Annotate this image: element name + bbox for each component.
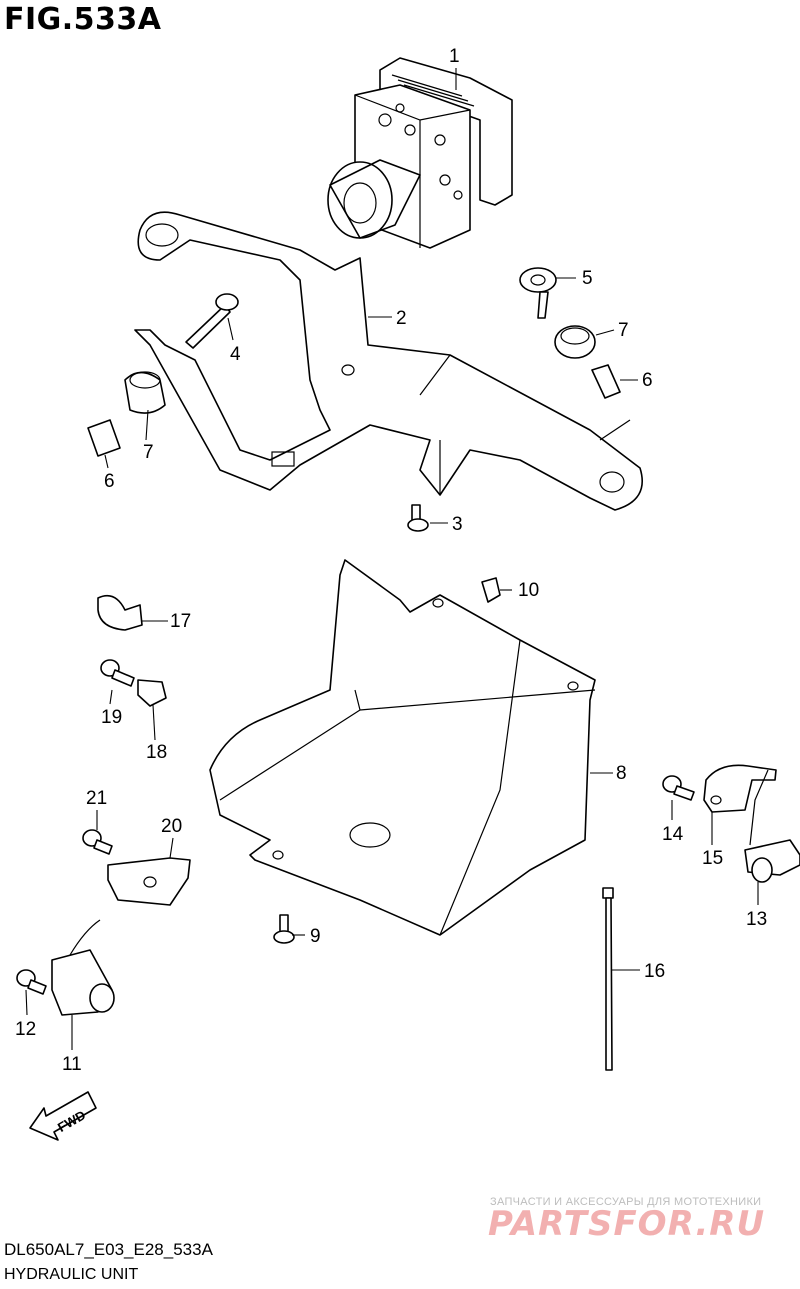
callout-19: 19 [101, 707, 122, 728]
callout-6-left: 6 [104, 471, 115, 492]
figure-title: FIG.533A [4, 2, 162, 37]
collar-6a-part[interactable] [591, 364, 621, 399]
callout-6-right: 6 [642, 370, 653, 391]
watermark-logo: PARTSFOR.RU [488, 1204, 766, 1244]
watermark-subtitle: ЗАПЧАСТИ И АКСЕССУАРЫ ДЛЯ МОТОТЕХНИКИ [490, 1196, 762, 1208]
callout-17: 17 [170, 611, 191, 632]
callout-21: 21 [86, 788, 107, 809]
grommet-7a-part[interactable] [554, 325, 596, 359]
callout-2: 2 [396, 308, 407, 329]
callout-9: 9 [310, 926, 321, 947]
bracket-part[interactable] [134, 211, 643, 511]
bolt-4-part[interactable] [185, 293, 239, 349]
clip-18-part[interactable] [137, 679, 167, 707]
callout-11: 11 [62, 1054, 82, 1075]
sensor-13-part[interactable] [744, 769, 800, 883]
callout-3: 3 [452, 514, 463, 535]
callout-7-left: 7 [143, 442, 154, 463]
sensor-11-part[interactable] [51, 919, 115, 1016]
fwd-arrow: FWD [29, 1091, 97, 1141]
callout-20: 20 [161, 816, 182, 837]
grommet-7b-part[interactable] [124, 371, 166, 414]
clip-10-part[interactable] [481, 577, 501, 603]
collar-6b-part[interactable] [87, 419, 121, 457]
callout-12: 12 [15, 1019, 36, 1040]
cable-tie-part[interactable] [602, 887, 614, 1071]
figure-name: HYDRAULIC UNIT [4, 1266, 139, 1283]
bracket-15-part[interactable] [703, 764, 777, 813]
callout-8: 8 [616, 763, 627, 784]
bolt-21-part[interactable] [82, 829, 113, 855]
callout-16: 16 [644, 961, 665, 982]
bolt-5-part[interactable] [519, 267, 557, 319]
callout-4: 4 [230, 344, 241, 365]
tray-part[interactable] [209, 559, 596, 936]
callout-10: 10 [518, 580, 539, 601]
hydraulic-unit-part[interactable] [327, 57, 513, 249]
bolt-19-part[interactable] [100, 659, 135, 687]
callout-18: 18 [146, 742, 167, 763]
callout-14: 14 [662, 824, 684, 845]
bolt-14-part[interactable] [662, 775, 695, 801]
callout-13: 13 [746, 909, 767, 930]
leader-lines [25, 68, 759, 1050]
callout-15: 15 [702, 848, 723, 869]
bracket-20-part[interactable] [107, 857, 191, 906]
clamp-17-part[interactable] [97, 594, 143, 631]
callout-numbers: 1 2 3 4 5 6 7 8 9 10 11 12 13 14 15 16 1… [15, 46, 767, 1075]
callout-5: 5 [582, 268, 593, 289]
callout-1: 1 [449, 46, 460, 67]
figure-code: DL650AL7_E03_E28_533A [4, 1240, 213, 1259]
bolt-3-part[interactable] [407, 504, 429, 532]
bolt-12-part[interactable] [16, 969, 47, 995]
bolt-9-part[interactable] [273, 914, 295, 944]
callout-7-right: 7 [618, 320, 629, 341]
